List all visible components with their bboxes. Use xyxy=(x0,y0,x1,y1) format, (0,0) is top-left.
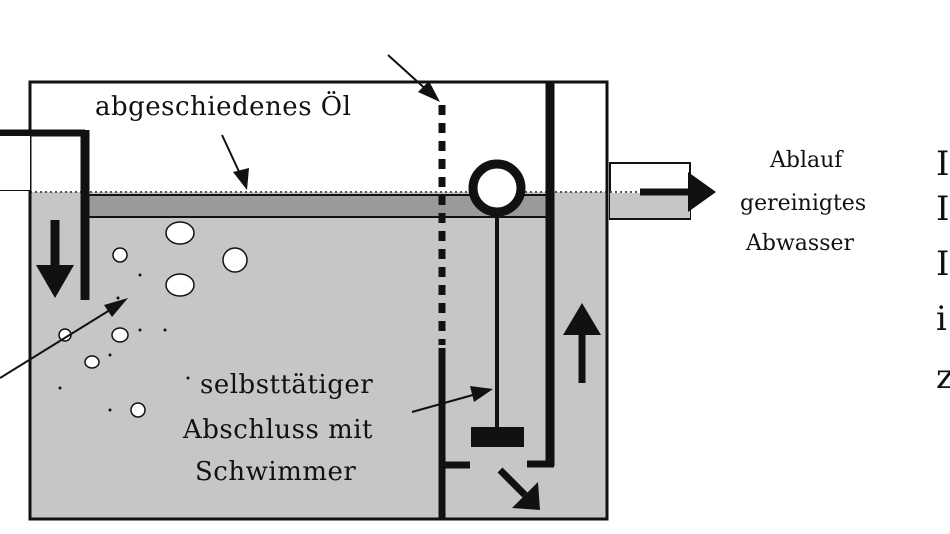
oil-pointer-arrow xyxy=(221,134,249,190)
edge-text-1: I xyxy=(936,144,949,184)
edge-text-2: I xyxy=(936,189,949,229)
baffle-pointer-arrow xyxy=(387,54,440,102)
edge-text-3: I xyxy=(936,244,949,284)
sediment-specks xyxy=(58,273,190,412)
riser-pipe xyxy=(527,82,555,468)
outlet-pipe xyxy=(609,162,716,220)
inlet-pipe xyxy=(0,129,90,300)
outflow-diagonal-arrow-icon xyxy=(497,467,540,510)
float-valve xyxy=(468,159,526,447)
oil-droplets xyxy=(58,221,248,418)
valve-label-line-3: Schwimmer xyxy=(195,457,356,487)
outlet-label-line-2: gereinigtes xyxy=(740,191,866,216)
float-pointer-arrow xyxy=(411,386,493,413)
tank-outline xyxy=(28,80,609,521)
valve-label-line-2: Abschluss mit xyxy=(182,415,373,445)
valve-label-line-1: selbsttätiger xyxy=(200,370,373,400)
outlet-label-line-1: Ablauf xyxy=(769,148,844,173)
oil-label: abgeschiedenes Öl xyxy=(95,90,351,122)
up-arrow-icon xyxy=(563,303,601,383)
outlet-label-line-3: Abwasser xyxy=(745,231,855,256)
edge-text-4: i xyxy=(936,299,947,339)
down-arrow-icon xyxy=(36,220,74,298)
droplet-pointer-arrow xyxy=(0,298,128,379)
water-body xyxy=(30,192,607,519)
edge-text-5: z xyxy=(936,357,950,397)
